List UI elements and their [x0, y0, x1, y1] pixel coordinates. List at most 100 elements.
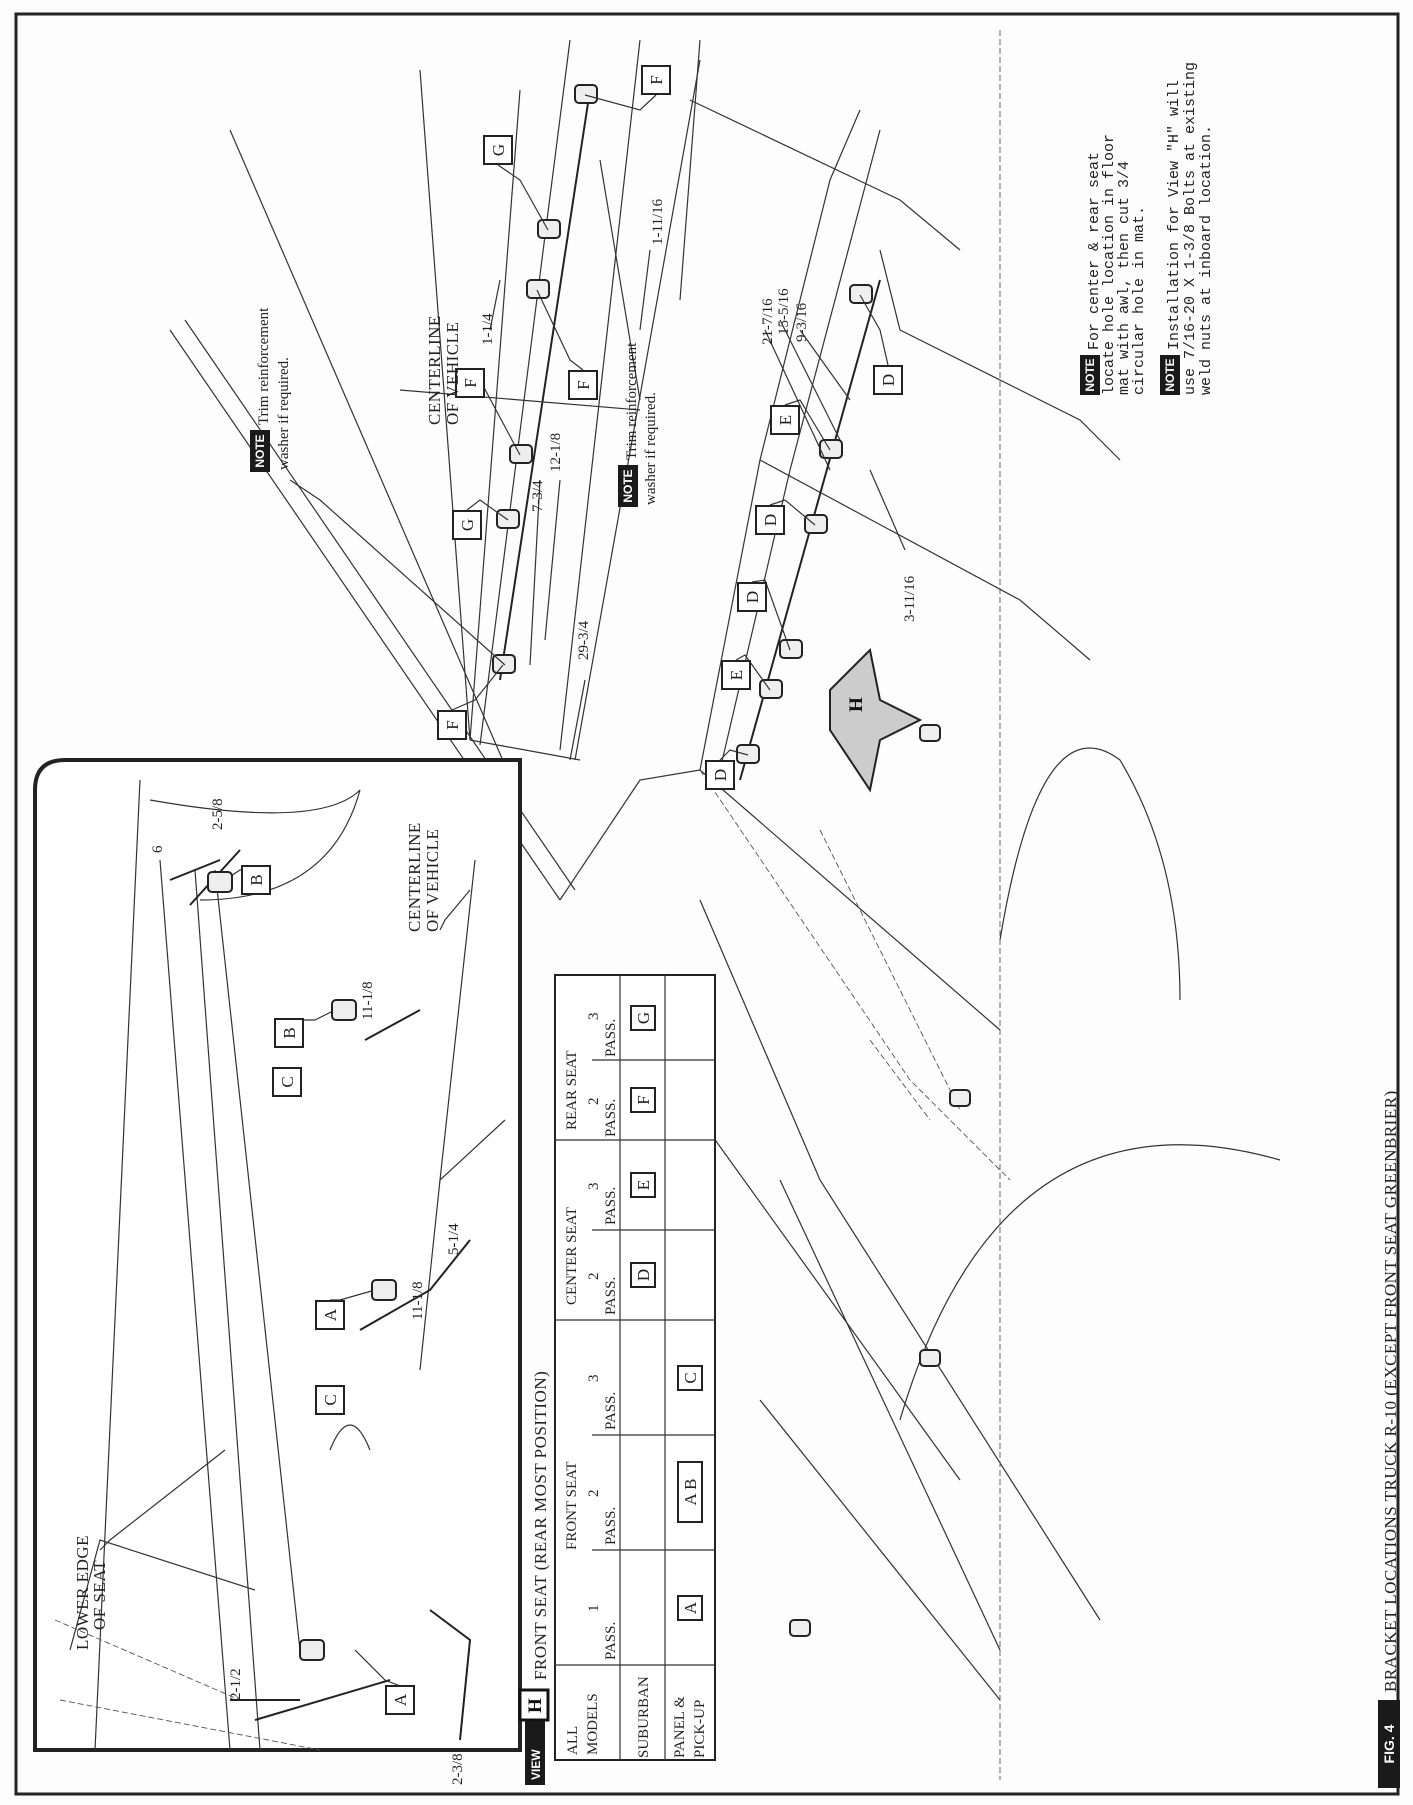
- svg-text:E: E: [776, 415, 795, 425]
- callout-f: F: [568, 370, 598, 400]
- note-text: washer if required.: [276, 357, 292, 470]
- table-row-suburban: SUBURBAN D E F G: [630, 1005, 656, 1758]
- dimension-label: 2-1/2: [228, 1668, 244, 1700]
- view-h-inset: [33, 758, 522, 1752]
- table-header-rear-seat: REAR SEAT: [564, 1050, 580, 1130]
- callout-g: G: [483, 135, 513, 165]
- callout-e: E: [721, 660, 751, 690]
- subheader-pass: PASS.: [603, 1507, 619, 1545]
- note-middle: NOTE Trim reinforcement washer if requir…: [618, 342, 659, 507]
- table-cell-d: D: [630, 1262, 656, 1288]
- dimension-label: 29-3/4: [576, 620, 592, 660]
- bracket: [574, 84, 598, 104]
- svg-text:F: F: [443, 720, 462, 729]
- svg-text:C: C: [321, 1394, 340, 1405]
- subheader-count: 1: [586, 1605, 602, 1613]
- view-title: FRONT SEAT (REAR MOST POSITION): [531, 1371, 550, 1680]
- table-header-all-models: MODELS: [585, 1693, 601, 1755]
- bracket: [919, 724, 941, 742]
- view-h-arrow: H: [829, 647, 923, 793]
- svg-text:B: B: [247, 874, 266, 885]
- note-text: use 7/16-20 X 1-3/8 Bolts at existing: [1182, 62, 1199, 395]
- lower-leaders: [719, 294, 906, 761]
- bracket: [849, 284, 873, 304]
- svg-text:B: B: [280, 1027, 299, 1038]
- dimension-label: 12-1/8: [548, 433, 564, 472]
- bracket: [509, 444, 533, 464]
- note-badge: NOTE: [1163, 358, 1177, 391]
- callout-f: F: [641, 65, 671, 95]
- callout-d: D: [705, 760, 735, 790]
- inset-centerline-label: CENTERLINE: [405, 822, 424, 932]
- subheader-count: 3: [586, 1013, 602, 1021]
- note-installation: NOTE Installation for View "H" will use …: [1160, 62, 1215, 395]
- dimension-label: 11-1/8: [410, 1281, 426, 1320]
- lower-brackets: [736, 284, 971, 1637]
- svg-text:A: A: [391, 1693, 410, 1706]
- bracket: [919, 1349, 941, 1367]
- svg-text:E: E: [727, 670, 746, 680]
- svg-text:C: C: [681, 1372, 700, 1383]
- table-cell-a-b: A B: [677, 1461, 703, 1523]
- view-arrow-letter: H: [846, 697, 867, 712]
- subheader-pass: PASS.: [603, 1019, 619, 1057]
- svg-text:D: D: [634, 1269, 653, 1281]
- upper-brackets: [492, 84, 598, 674]
- bracket: [371, 1279, 397, 1301]
- lower-edge-label: LOWER EDGE: [73, 1535, 92, 1650]
- dimension-label: 7-3/4: [530, 480, 546, 512]
- svg-text:F: F: [634, 1095, 653, 1104]
- inset-centerline-label: OF VEHICLE: [423, 829, 442, 932]
- bracket: [949, 1089, 971, 1107]
- dimension-label: 9-3/16: [794, 302, 810, 342]
- upper-leaders: [289, 94, 657, 761]
- view-h-title: VIEW H FRONT SEAT (REAR MOST POSITION): [518, 1371, 550, 1785]
- lower-edge-label: OF SEAT: [90, 1560, 109, 1630]
- subheader-count: 3: [586, 1183, 602, 1191]
- figure-caption: FIG. 4 BRACKET LOCATIONS TRUCK R-10 (EXC…: [1378, 1090, 1400, 1788]
- dimension-label: 1-1/4: [480, 313, 496, 345]
- callout-e: E: [770, 405, 800, 435]
- note-text: Trim reinforcement: [256, 307, 272, 425]
- dimension-label: 5-1/4: [446, 1223, 462, 1255]
- svg-text:D: D: [743, 591, 762, 603]
- note-text: locate hole location in floor: [1101, 134, 1118, 395]
- note-text: washer if required.: [643, 392, 659, 505]
- table-header-center-seat: CENTER SEAT: [564, 1207, 580, 1305]
- svg-text:E: E: [634, 1180, 653, 1190]
- note-text: For center & rear seat: [1086, 152, 1103, 350]
- bracket: [496, 509, 520, 529]
- bracket: [526, 279, 550, 299]
- svg-text:F: F: [574, 380, 593, 389]
- row-model: SUBURBAN: [636, 1676, 652, 1758]
- bracket: [331, 999, 357, 1021]
- figure-label: FIG. 4: [1381, 1724, 1397, 1763]
- callout-c: C: [315, 1385, 345, 1415]
- callout-a: A: [385, 1685, 415, 1715]
- callout-g: G: [452, 510, 482, 540]
- row-model: PICK-UP: [692, 1700, 708, 1758]
- callout-a: A: [315, 1300, 345, 1330]
- dimension-label: 2-3/8: [450, 1753, 466, 1785]
- svg-text:G: G: [489, 144, 508, 156]
- bracket: [779, 639, 803, 659]
- table-header-all-models: ALL: [565, 1726, 581, 1755]
- svg-text:G: G: [458, 519, 477, 531]
- table-cell-g: G: [630, 1005, 656, 1031]
- table-cell-f: F: [630, 1087, 656, 1113]
- dimension-label: 11-1/8: [360, 981, 376, 1020]
- note-badge: NOTE: [253, 434, 267, 467]
- table-subheaders: 1 PASS. 2 PASS. 3 PASS. 2 PASS. 3 PASS. …: [586, 1013, 619, 1661]
- dimension-label: 1-11/16: [650, 198, 666, 245]
- callout-b: B: [241, 865, 271, 895]
- callout-b: B: [274, 1018, 304, 1048]
- callout-d: D: [873, 365, 903, 395]
- dimension-label: 21-7/16: [760, 298, 776, 345]
- dimension-label: 2-5/8: [210, 798, 226, 830]
- note-badge: NOTE: [621, 469, 635, 502]
- note-upper: NOTE Trim reinforcement washer if requir…: [250, 307, 292, 472]
- table-header-front-seat: FRONT SEAT: [564, 1462, 580, 1551]
- bracket: [736, 744, 760, 764]
- svg-text:G: G: [634, 1012, 653, 1024]
